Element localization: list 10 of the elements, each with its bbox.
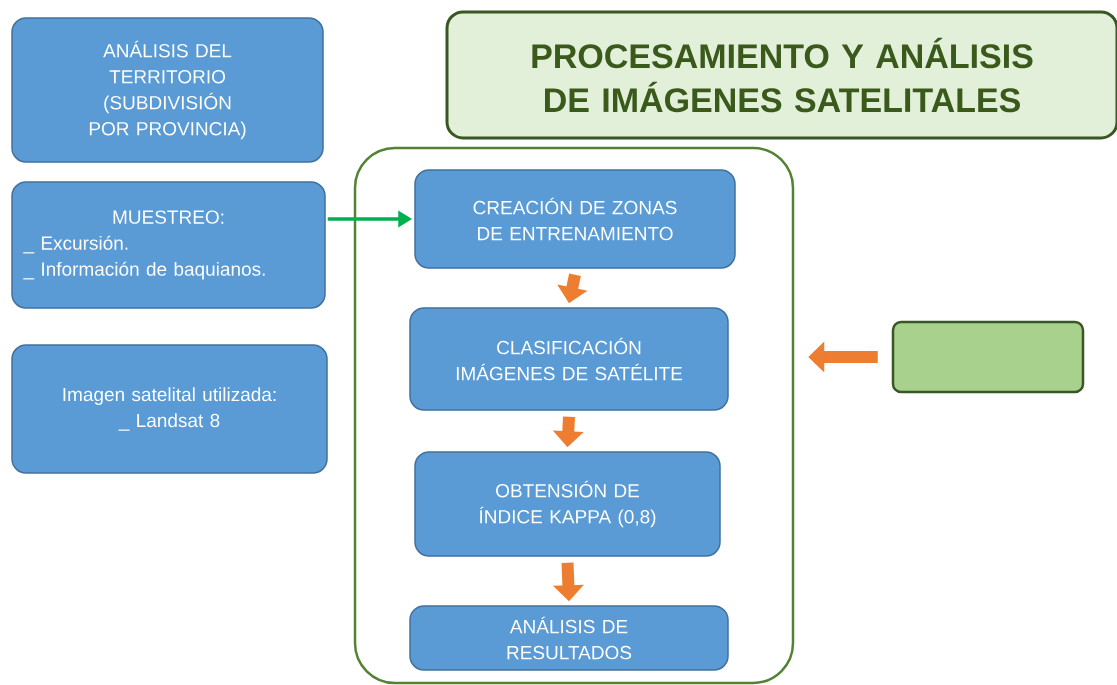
process-box: ANÁLISIS DEL TERRITORIO (SUBDIVISIÓN POR PROVINCIA) (11, 17, 324, 163)
process-box: MUESTREO: _ Excursión. _ Información de baquianos. (11, 181, 326, 309)
process-box: ANÁLISIS DE RESULTADOS (409, 605, 729, 671)
process-box: CREACIÓN DE ZONAS DE ENTRENAMIENTO (414, 169, 736, 269)
title-box: PROCESAMIENTO Y ANÁLISIS DE IMÁGENES SATELITALES (445, 10, 1117, 140)
process-box: OBTENSIÓN DE ÍNDICE KAPPA (0,8) (414, 451, 721, 557)
group-frame (353, 146, 795, 685)
label-box (891, 320, 1085, 394)
process-box: CLASIFICACIÓN IMÁGENES DE SATÉLITE (409, 307, 729, 411)
process-box: Imagen satelital utilizada: _ Landsat 8 (11, 344, 328, 474)
